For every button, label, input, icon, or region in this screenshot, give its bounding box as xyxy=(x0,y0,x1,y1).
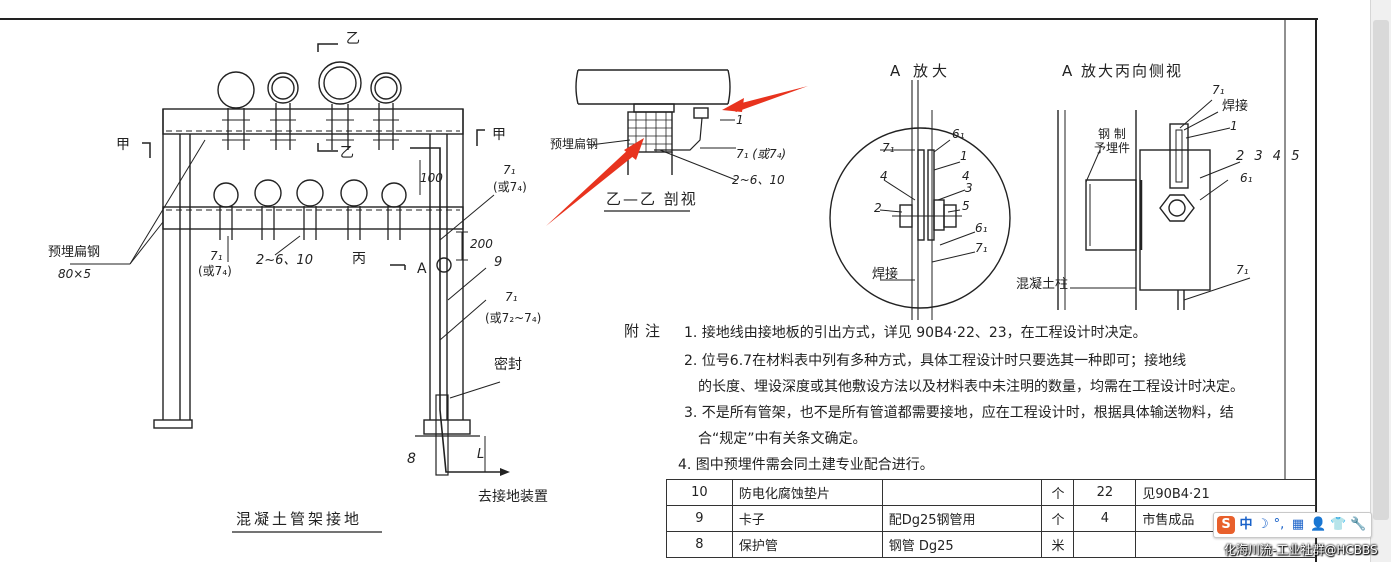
detail-a-title: A 放大 xyxy=(890,62,952,80)
table-row: 8 保护管 钢管 Dg25 米 xyxy=(666,531,1316,558)
section-mark-mid: 乙 xyxy=(340,145,354,161)
side-71-bottom-label: 7₁ xyxy=(1236,263,1249,277)
bing-mark: 丙 xyxy=(352,251,366,267)
side-61-label: 6₁ xyxy=(1240,171,1253,185)
row-spec: 钢管 Dg25 xyxy=(881,531,1043,558)
row-unit: 个 xyxy=(1041,479,1075,506)
side-1-label: 1 xyxy=(1230,119,1238,133)
row-no: 10 xyxy=(666,479,733,506)
jia-mark-right: 甲 xyxy=(492,127,506,143)
section-part-7-label: 7₁ (或7₄) xyxy=(736,147,787,161)
row-qty: 22 xyxy=(1073,479,1137,506)
row-spec: 配Dg25钢管用 xyxy=(881,505,1043,532)
flat-steel-size: 80×5 xyxy=(58,267,91,281)
shirt-icon[interactable]: 👕 xyxy=(1330,517,1347,532)
section-view-title: 乙—乙 剖视 xyxy=(606,190,698,208)
row-unit: 米 xyxy=(1041,531,1075,558)
section-range-label: 2~6、10 xyxy=(732,173,785,187)
part-8-label: 8 xyxy=(407,451,416,467)
detail-a-4r-label: 4 xyxy=(962,169,970,183)
detail-a-1-label: 1 xyxy=(960,149,968,163)
detail-a-71-label: 7₁ xyxy=(975,241,988,255)
row-spec xyxy=(881,479,1043,506)
detail-a-2-label: 2 xyxy=(874,201,882,215)
side-steel-embed-1: 钢 制 xyxy=(1098,127,1126,141)
side-concrete-label: 混凝土柱 xyxy=(1016,277,1069,292)
part-7-alt-label: (或7₄) xyxy=(198,264,232,278)
note-line-5: 合“规定”中有关条文确定。 xyxy=(698,431,867,447)
detail-a-61b-label: 6₁ xyxy=(975,221,988,235)
detail-a-5-label: 5 xyxy=(962,199,970,213)
left-view-title: 混凝土管架接地 xyxy=(236,510,363,528)
annotation-arrows xyxy=(546,86,808,226)
ime-logo-icon[interactable]: S xyxy=(1217,516,1235,534)
row-remark: 见90B4·21 xyxy=(1135,479,1316,506)
moon-icon[interactable]: ☽ xyxy=(1257,517,1269,532)
note-line-3: 的长度、埋设深度或其他敷设方法以及材料表中未注明的数量，均需在工程设计时决定。 xyxy=(698,379,1244,395)
part-7-lower-alt-label: (或7₂~7₄) xyxy=(485,311,542,325)
note-line-6: 4. 图中预埋件需会同土建专业配合进行。 xyxy=(678,457,934,473)
detail-a-4-label: 4 xyxy=(880,169,888,183)
part-9-label: 9 xyxy=(494,255,503,270)
drawing-frame xyxy=(0,18,1318,562)
detail-a-weld-label: 焊接 xyxy=(872,267,899,282)
parts-range-label: 2~6、10 xyxy=(256,253,313,268)
punctuation-toggle[interactable]: °, xyxy=(1273,517,1285,532)
dim-l-label: L xyxy=(477,447,485,462)
detail-a-7-label: 7₁ xyxy=(882,141,895,155)
row-name: 卡子 xyxy=(731,505,883,532)
row-qty xyxy=(1073,531,1137,558)
user-icon[interactable]: 👤 xyxy=(1310,517,1327,532)
ime-mode-toggle[interactable]: 中 xyxy=(1239,517,1253,532)
side-steel-embed-2: 予埋件 xyxy=(1094,141,1131,155)
row-no: 9 xyxy=(666,505,733,532)
section-mark-top: 乙 xyxy=(346,31,360,47)
detail-a-61-label: 6₁ xyxy=(952,127,965,141)
scrollbar-thumb[interactable] xyxy=(1373,20,1389,520)
part-7-right-label: 7₁ xyxy=(503,163,516,177)
tools-icon[interactable]: 🔧 xyxy=(1350,517,1367,532)
row-no: 8 xyxy=(666,531,733,558)
flat-steel-label: 预埋扁钢 xyxy=(48,245,101,260)
to-ground-label: 去接地装置 xyxy=(478,489,548,505)
dim-200-label: 200 xyxy=(470,237,493,251)
dim-100-label: 100 xyxy=(420,171,443,185)
seal-label: 密封 xyxy=(494,357,522,373)
row-name: 保护管 xyxy=(731,531,883,558)
section-flat-steel-label: 预埋扁钢 xyxy=(550,137,599,151)
detail-a-mark: A xyxy=(417,261,427,277)
notes-title: 附注 xyxy=(624,322,667,340)
row-qty: 4 xyxy=(1073,505,1137,532)
jia-mark-left: 甲 xyxy=(116,137,130,153)
keyboard-icon[interactable]: ▦ xyxy=(1291,517,1305,532)
section-part-1-label: 1 xyxy=(736,113,744,127)
table-row: 10 防电化腐蚀垫片 个 22 见90B4·21 xyxy=(666,479,1316,506)
side-nums-label: 2 3 4 5 xyxy=(1236,149,1303,164)
detail-side-title: A 放大丙向侧视 xyxy=(1062,62,1184,80)
section-view-drawing xyxy=(546,69,808,226)
row-name: 防电化腐蚀垫片 xyxy=(731,479,883,506)
note-line-1: 1. 接地线由接地板的引出方式，详见 90B4·22、23，在工程设计时决定。 xyxy=(684,325,1147,341)
part-7-right-alt-label: (或7₄) xyxy=(493,180,527,194)
side-weld-label: 焊接 xyxy=(1222,99,1249,114)
side-71-top-label: 7₁ xyxy=(1212,83,1225,97)
part-7-lower-label: 7₁ xyxy=(505,290,518,304)
row-unit: 个 xyxy=(1041,505,1075,532)
detail-a-drawing xyxy=(829,80,1011,320)
ime-toolbar[interactable]: S 中 ☽ °, ▦ 👤 👕 🔧 xyxy=(1213,512,1372,538)
part-7-label: 7₁ xyxy=(210,249,223,263)
vertical-scrollbar[interactable] xyxy=(1370,0,1391,562)
pipe-rack-elevation xyxy=(70,43,510,533)
note-line-4: 3. 不是所有管架，也不是所有管道都需要接地，应在工程设计时，根据具体输送物料，… xyxy=(684,405,1234,421)
note-line-2: 2. 位号6.7在材料表中列有多种方式，具体工程设计时只要选其一种即可；接地线 xyxy=(684,353,1187,369)
detail-a-3-label: 3 xyxy=(965,181,973,195)
watermark: 化海川流-工业社群@HCBBS xyxy=(1224,543,1378,557)
detail-side-drawing xyxy=(1057,99,1251,310)
